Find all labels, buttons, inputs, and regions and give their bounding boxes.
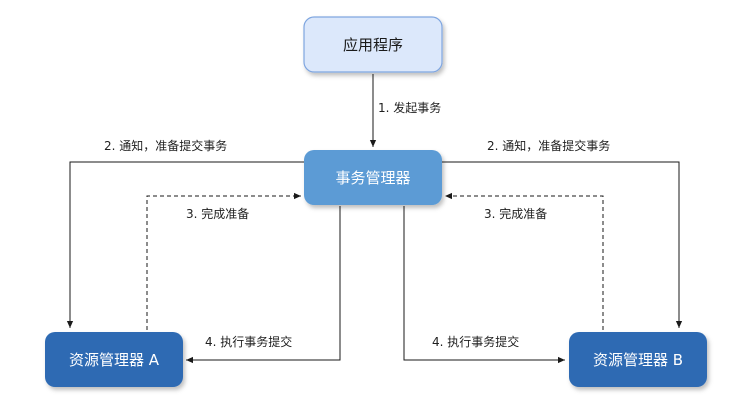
edge-labels: 1. 发起事务 2. 通知，准备提交事务 2. 通知，准备提交事务 3. 完成准…: [104, 100, 610, 349]
edge-done-right: [445, 192, 604, 330]
edge-exec-right: [403, 206, 565, 364]
node-resource-manager-a: 资源管理器 A: [45, 332, 183, 387]
label-exec-left: 4. 执行事务提交: [205, 334, 292, 349]
node-transaction-manager: 事务管理器: [304, 150, 442, 205]
label-notify-right: 2. 通知，准备提交事务: [487, 138, 610, 153]
label-done-right: 3. 完成准备: [484, 206, 547, 221]
node-resource-manager-b: 资源管理器 B: [569, 332, 707, 387]
label-exec-right: 4. 执行事务提交: [432, 334, 519, 349]
edge-exec-left: [186, 206, 341, 364]
node-app-label: 应用程序: [343, 36, 403, 54]
node-app: 应用程序: [303, 16, 443, 73]
node-rma-label: 资源管理器 A: [69, 351, 160, 369]
edge-done-left: [146, 192, 301, 330]
node-tm-label: 事务管理器: [335, 169, 410, 187]
edge-notify-right: [442, 161, 683, 328]
node-rmb-label: 资源管理器 B: [593, 351, 683, 369]
edges: [66, 74, 683, 364]
label-start: 1. 发起事务: [378, 100, 441, 115]
label-done-left: 3. 完成准备: [186, 206, 249, 221]
edge-notify-left: [66, 161, 304, 328]
label-notify-left: 2. 通知，准备提交事务: [104, 138, 227, 153]
